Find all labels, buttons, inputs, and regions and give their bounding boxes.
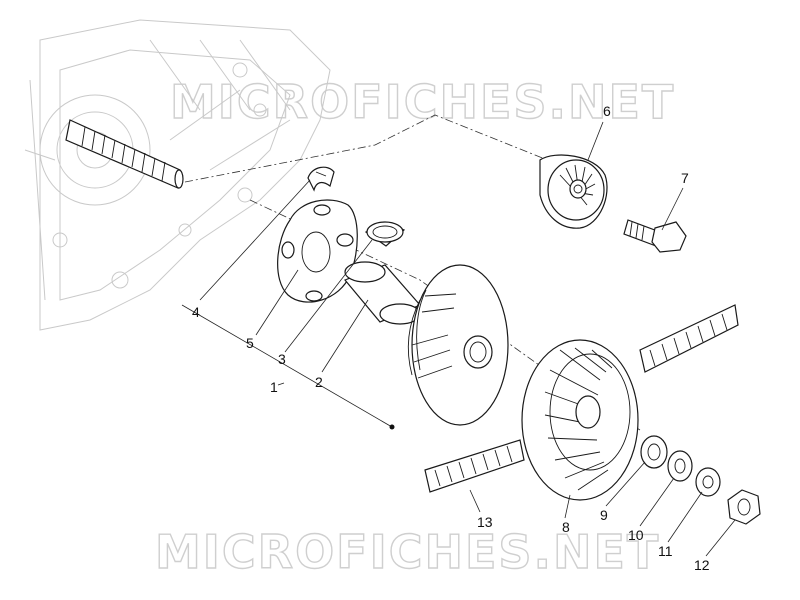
watermark-bottom: MICROFICHES.NET <box>155 525 660 579</box>
callout-4: 4 <box>192 304 200 320</box>
part-sleeve <box>343 261 421 325</box>
axis-line-upper <box>184 114 601 186</box>
callout-11: 11 <box>658 543 673 559</box>
part-fan-pulley <box>521 339 639 501</box>
assembly-bracket <box>181 304 393 428</box>
part-ramp-plate <box>277 199 358 303</box>
callout-5: 5 <box>246 335 254 351</box>
part-washer-10 <box>667 450 693 482</box>
watermark-top: MICROFICHES.NET <box>170 75 675 129</box>
part-washer-11 <box>695 467 721 497</box>
crankshaft <box>65 119 184 189</box>
part-bushing <box>364 221 406 247</box>
callout-3: 3 <box>278 351 286 367</box>
belt-lower <box>424 439 525 493</box>
callout-6: 6 <box>603 103 611 119</box>
part-clip <box>307 166 335 192</box>
callout-12: 12 <box>694 557 710 573</box>
callout-2: 2 <box>315 374 323 390</box>
part-nut <box>727 489 761 525</box>
leader-lines <box>199 121 736 557</box>
callout-10: 10 <box>628 527 644 543</box>
part-bolt <box>623 219 687 253</box>
part-pulley-half <box>407 264 509 426</box>
callout-9: 9 <box>600 507 608 523</box>
callout-7: 7 <box>681 170 689 186</box>
part-idler-pulley <box>539 154 608 229</box>
belt-upper <box>639 304 739 373</box>
part-washer-9 <box>640 435 668 469</box>
callout-1: 1 <box>270 379 278 395</box>
assembly-dot <box>389 424 395 430</box>
callout-8: 8 <box>562 519 570 535</box>
callout-13: 13 <box>477 514 493 530</box>
